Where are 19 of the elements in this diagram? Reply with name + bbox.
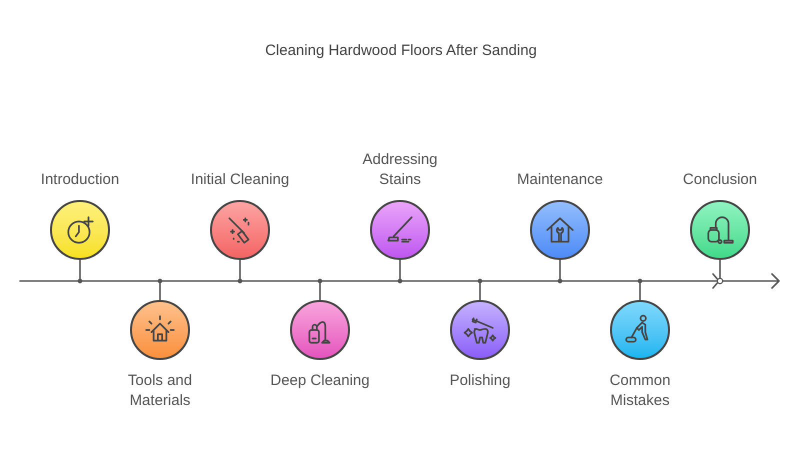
step-label: Initial Cleaning [190,170,290,190]
connector-line [238,260,242,284]
connector-line [78,260,82,284]
connector-line [638,278,642,300]
connector-line [318,278,322,300]
step-label: Introduction [40,170,120,190]
connector-line [478,278,482,300]
connector-line [158,278,162,300]
step-label: Maintenance [516,170,604,190]
step-label: Polishing [448,371,512,391]
step-label: Deep Cleaning [269,371,371,391]
connector-line [558,260,562,284]
step-label: Common Mistakes [608,371,672,411]
connector-line [398,260,402,284]
step-label: Tools and Materials [126,371,194,411]
connector-line [716,260,724,284]
step-label: Addressing Stains [361,150,439,190]
step-label: Conclusion [682,170,758,190]
diagram-title: Cleaning Hardwood Floors After Sanding [265,41,537,61]
